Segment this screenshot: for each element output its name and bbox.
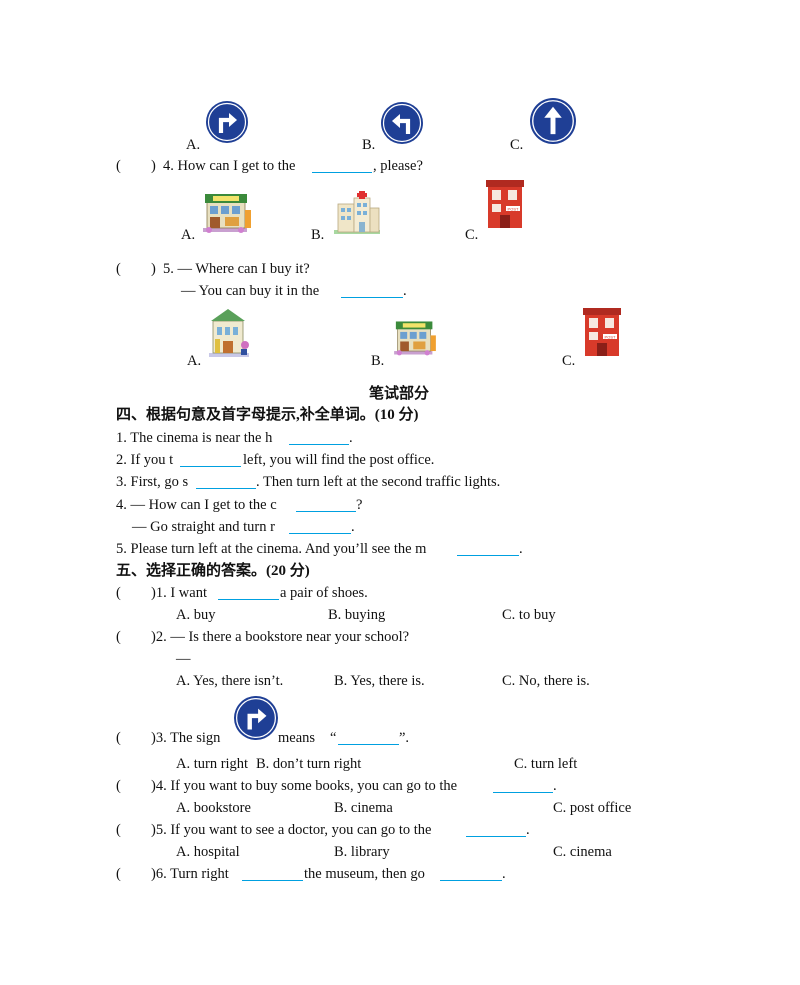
option-b-label: B. [311, 227, 325, 243]
fill-item-end: ? [356, 497, 363, 513]
option-a-label: A. [187, 353, 202, 369]
fill-item-text: 3. First, go s [116, 474, 189, 490]
fill-item-end: . [349, 430, 353, 446]
question-text: )1. I want [151, 585, 207, 601]
answer-dash: — [176, 651, 191, 667]
question-text-mid: the museum, then go [304, 866, 425, 882]
question-text: )4. If you want to buy some books, you c… [151, 778, 458, 794]
question-text-end: . [502, 866, 506, 882]
question-text-mid: means [278, 730, 316, 746]
turn-right-sign-icon [206, 101, 248, 143]
svg-text:POST: POST [508, 207, 519, 212]
option-b: B. buying [328, 607, 386, 623]
answer-blank[interactable] [242, 866, 303, 881]
library-picture [209, 309, 249, 357]
answer-blank[interactable] [180, 452, 241, 467]
question-text: 5. — Where can I buy it? [163, 261, 310, 277]
answer-blank[interactable] [341, 283, 403, 298]
option-a-label: A. [181, 227, 196, 243]
quote-close: ”. [399, 730, 410, 746]
option-a: A. Yes, there isn’t. [176, 673, 284, 689]
option-a: A. bookstore [176, 800, 251, 816]
answer-blank[interactable] [466, 822, 526, 837]
option-c-label: C. [562, 353, 576, 369]
option-a: A. hospital [176, 844, 240, 860]
option-b-label: B. [371, 353, 385, 369]
question-text-end: , please? [373, 158, 423, 174]
question-text: )5. If you want to see a doctor, you can… [151, 822, 432, 838]
section-5-title: 五、选择正确的答案。(20 分) [116, 563, 310, 579]
answer-paren: ( [116, 730, 121, 746]
post-office-picture: POST [486, 180, 524, 228]
svg-text:POST: POST [605, 335, 616, 340]
bookstore-picture [202, 193, 252, 234]
answer-blank[interactable] [338, 730, 399, 745]
option-a-label: A. [186, 137, 201, 153]
answer-blank[interactable] [218, 585, 279, 600]
question-text: )6. Turn right [151, 866, 229, 882]
answer-paren: ( [116, 866, 121, 882]
section-heading-written: 笔试部分 [369, 386, 430, 402]
question-text: — You can buy it in the [181, 283, 320, 299]
bookstore-picture [393, 321, 437, 356]
option-c: C. turn left [514, 756, 578, 772]
quote-open: “ [330, 730, 337, 746]
option-a: A. turn right [176, 756, 249, 772]
question-text-end: . [403, 283, 407, 299]
question-text: 4. How can I get to the [163, 158, 296, 174]
option-c-label: C. [510, 137, 524, 153]
option-a: A. buy [176, 607, 216, 623]
answer-blank[interactable] [440, 866, 502, 881]
fill-item-end: . [351, 519, 355, 535]
fill-item-end: . Then turn left at the second traffic l… [256, 474, 501, 490]
question-text: )3. The sign [151, 730, 221, 746]
answer-blank[interactable] [289, 430, 349, 445]
option-c: C. to buy [502, 607, 556, 623]
turn-left-sign-icon [381, 102, 423, 144]
option-b: B. Yes, there is. [334, 673, 425, 689]
question-text: )2. — Is there a bookstore near your sch… [151, 629, 410, 645]
hospital-picture [334, 191, 380, 234]
option-b-label: B. [362, 137, 376, 153]
answer-blank[interactable] [289, 519, 351, 534]
answer-paren: ( [116, 778, 121, 794]
answer-paren-close: ) [151, 158, 156, 174]
go-straight-sign-icon [530, 98, 576, 144]
option-c: C. cinema [553, 844, 612, 860]
option-c: C. post office [553, 800, 632, 816]
answer-blank[interactable] [457, 541, 519, 556]
option-b: B. don’t turn right [256, 756, 362, 772]
fill-item-text: 1. The cinema is near the h [116, 430, 273, 446]
option-b: B. library [334, 844, 390, 860]
answer-paren: ( [116, 261, 121, 277]
question-text-end: . [553, 778, 557, 794]
answer-paren-close: ) [151, 261, 156, 277]
section-4-title: 四、根据句意及首字母提示,补全单词。(10 分) [116, 407, 419, 423]
answer-blank[interactable] [296, 497, 356, 512]
answer-blank[interactable] [312, 158, 372, 173]
question-text-end: . [526, 822, 530, 838]
fill-item-text: — Go straight and turn r [132, 519, 275, 535]
fill-item-end: . [519, 541, 523, 557]
turn-right-sign-icon [234, 696, 278, 740]
answer-blank[interactable] [196, 474, 256, 489]
fill-item-end: left, you will find the post office. [243, 452, 435, 468]
fill-item-text: 2. If you t [116, 452, 174, 468]
post-office-picture: POST [583, 308, 621, 356]
answer-paren: ( [116, 585, 121, 601]
fill-item-text: 4. — How can I get to the c [116, 497, 277, 513]
answer-paren: ( [116, 629, 121, 645]
option-c: C. No, there is. [502, 673, 590, 689]
fill-item-text: 5. Please turn left at the cinema. And y… [116, 541, 427, 557]
question-text-end: a pair of shoes. [280, 585, 368, 601]
answer-paren: ( [116, 158, 121, 174]
option-c-label: C. [465, 227, 479, 243]
answer-paren: ( [116, 822, 121, 838]
option-b: B. cinema [334, 800, 393, 816]
answer-blank[interactable] [493, 778, 553, 793]
